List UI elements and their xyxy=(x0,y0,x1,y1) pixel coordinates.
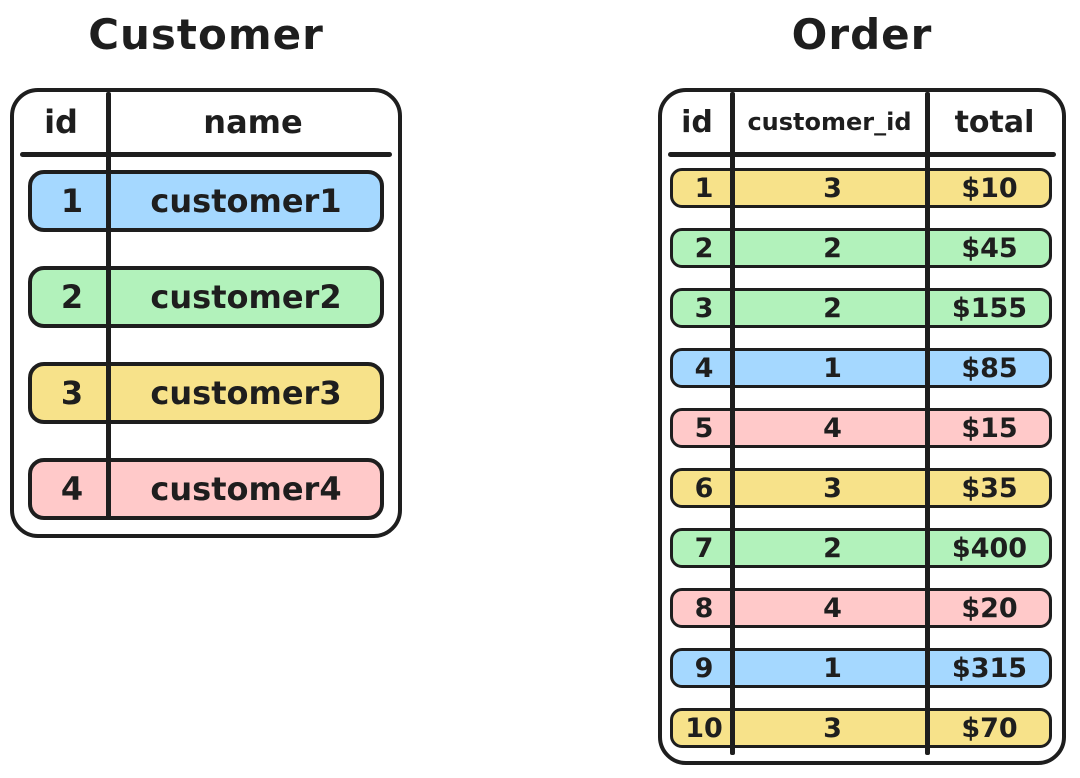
header-underline xyxy=(20,152,392,157)
row-cell: 10 xyxy=(685,712,723,744)
column-divider xyxy=(925,92,930,755)
column-header: id xyxy=(44,103,78,141)
row-cell: 2 xyxy=(823,232,842,264)
row-cell: customer3 xyxy=(150,374,342,412)
row-cell: 6 xyxy=(694,472,714,504)
row-cell: $155 xyxy=(951,292,1028,324)
header-underline xyxy=(668,152,1056,157)
row-cell: 1 xyxy=(823,352,842,384)
header-row: id customer_id total xyxy=(662,92,1062,152)
row-cell: customer2 xyxy=(150,278,342,316)
row-cell: 5 xyxy=(694,412,714,444)
row-cell: $400 xyxy=(951,532,1028,564)
row-cell: 3 xyxy=(823,472,842,504)
rows-container: 1 customer1 2 customer2 3 customer3 4 customer4 xyxy=(14,170,398,520)
table-row: 9 1 $315 xyxy=(670,648,1052,688)
column-divider xyxy=(106,92,111,518)
table-row: 2 2 $45 xyxy=(670,228,1052,268)
row-cell: 1 xyxy=(60,182,84,220)
customer-table-title: Customer xyxy=(88,10,324,59)
row-cell: 2 xyxy=(60,278,84,316)
row-cell: 1 xyxy=(823,652,842,684)
column-divider xyxy=(730,92,735,755)
table-row: 5 4 $15 xyxy=(670,408,1052,448)
row-cell: 3 xyxy=(823,712,842,744)
row-cell: customer1 xyxy=(150,182,342,220)
row-cell: 8 xyxy=(694,592,714,624)
row-cell: 4 xyxy=(823,412,842,444)
header-row: id name xyxy=(14,92,398,152)
row-cell: $15 xyxy=(961,412,1018,444)
row-cell: $35 xyxy=(961,472,1018,504)
row-cell: $70 xyxy=(961,712,1018,744)
row-cell: 1 xyxy=(694,172,714,204)
row-cell: 2 xyxy=(823,292,842,324)
row-cell: 3 xyxy=(694,292,714,324)
table-row: 6 3 $35 xyxy=(670,468,1052,508)
customer-table: id name 1 customer1 2 customer2 3 customer3 4 cu… xyxy=(10,88,402,538)
row-cell: $315 xyxy=(951,652,1028,684)
column-header: name xyxy=(203,103,303,141)
table-row: 8 4 $20 xyxy=(670,588,1052,628)
row-cell: $20 xyxy=(961,592,1018,624)
row-cell: 2 xyxy=(694,232,714,264)
table-row: 1 3 $10 xyxy=(670,168,1052,208)
table-row: 10 3 $70 xyxy=(670,708,1052,748)
row-cell: $10 xyxy=(961,172,1018,204)
rows-container: 1 3 $10 2 2 $45 3 2 $155 4 1 $85 5 4 $15 6 3 $35 7 2 $400 8 4 $… xyxy=(662,168,1062,748)
row-cell: 9 xyxy=(694,652,714,684)
row-cell: 4 xyxy=(694,352,714,384)
row-cell: 2 xyxy=(823,532,842,564)
row-cell: customer4 xyxy=(150,470,342,508)
row-cell: 3 xyxy=(60,374,84,412)
row-cell: $85 xyxy=(961,352,1018,384)
row-cell: 4 xyxy=(823,592,842,624)
row-cell: 7 xyxy=(694,532,714,564)
column-header: total xyxy=(954,104,1035,140)
table-row: 4 customer4 xyxy=(28,458,384,520)
table-row: 7 2 $400 xyxy=(670,528,1052,568)
table-row: 3 customer3 xyxy=(28,362,384,424)
order-table-title: Order xyxy=(791,10,933,59)
column-header: id xyxy=(681,104,713,140)
table-row: 2 customer2 xyxy=(28,266,384,328)
table-row: 3 2 $155 xyxy=(670,288,1052,328)
table-row: 1 customer1 xyxy=(28,170,384,232)
column-header: customer_id xyxy=(747,108,912,136)
row-cell: $45 xyxy=(961,232,1018,264)
row-cell: 4 xyxy=(60,470,84,508)
table-row: 4 1 $85 xyxy=(670,348,1052,388)
row-cell: 3 xyxy=(823,172,842,204)
